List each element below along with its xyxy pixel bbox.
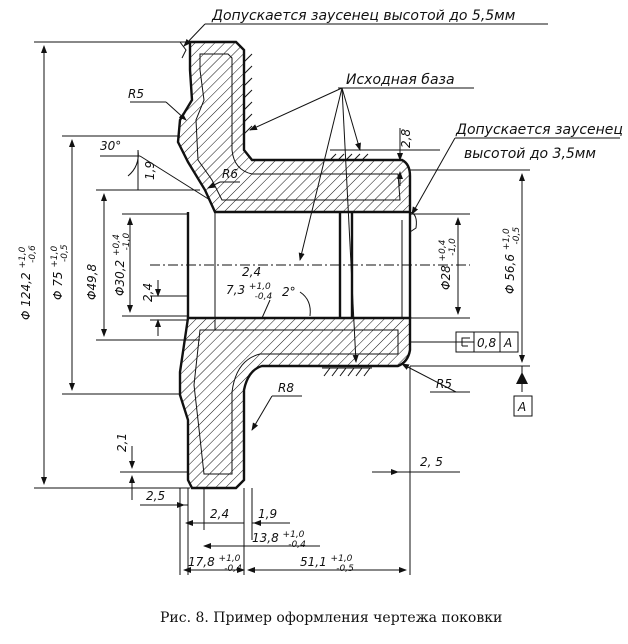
- dim-len-7-3-tol-low: -0,4: [255, 292, 273, 302]
- runout-datum: A: [503, 336, 512, 350]
- dim-d-28-tol-up: +0,4: [438, 239, 448, 261]
- runout-icon: [461, 337, 470, 347]
- dim-r6: R6: [222, 167, 238, 181]
- runout-tolerance-frame: 0,8 A: [410, 331, 519, 353]
- dim-d-30: Φ30,2: [113, 260, 127, 296]
- runout-value: 0,8: [477, 336, 496, 350]
- svg-text:Φ 124,2 +1,0 -0,6: Φ 124,2 +1,0 -0,6: [14, 243, 38, 320]
- dim-d-outer-tol-up: +1,0: [18, 246, 28, 268]
- svg-text:Φ 56,6 +1,0 -0,5: Φ 56,6 +1,0 -0,5: [498, 225, 522, 295]
- dim-len-17-8-tol-low: -0,4: [224, 564, 242, 574]
- dim-d-75-tol-low: -0,5: [60, 244, 70, 262]
- small-dim-labels: R5 R6 R8 R5 30° 2° 1,9 2,4 2,8 2,1 2, 5 …: [100, 87, 452, 469]
- dim-d-56-tol-low: -0,5: [512, 227, 522, 245]
- note-datum: Исходная база: [346, 72, 455, 88]
- dim-len-7-3-tol-up: +1,0: [249, 282, 271, 292]
- part-section-lower: [178, 316, 412, 490]
- dim-len-7-3: 7,3: [226, 283, 245, 297]
- dim-len-51-1-tol-up: +1,0: [331, 554, 353, 564]
- dim-h-2-1: 2,1: [115, 433, 129, 452]
- dim-h-1-9: 1,9: [143, 161, 157, 180]
- svg-text:Φ30,2 +0,4 -1,0: Φ30,2 +0,4 -1,0: [108, 230, 132, 296]
- datum-box-label: A: [517, 400, 526, 414]
- note-burr-top: Допускается заусенец высотой до 5,5мм: [211, 8, 516, 24]
- dim-d-30-tol-low: -1,0: [122, 232, 132, 250]
- dim-h-2-5-right: 2, 5: [420, 455, 443, 469]
- dim-d-75: Φ 75: [51, 271, 65, 300]
- dim-d-28-tol-low: -1,0: [448, 238, 458, 256]
- dim-d-56-tol-up: +1,0: [502, 228, 512, 250]
- dim-len-1-9: 1,9: [258, 507, 277, 521]
- bottom-dim-labels: 2,5 2,4 1,9 13,8 +1,0 -0,4 17,8 +1,0 -0,…: [146, 489, 356, 574]
- svg-text:7,3 +1,0 -0,4: 7,3 +1,0 -0,4: [226, 278, 275, 302]
- dim-angle-30: 30°: [100, 139, 121, 153]
- dim-d-outer: Φ 124,2: [19, 272, 33, 320]
- dim-r5-top: R5: [128, 87, 144, 101]
- dim-d-56: Φ 56,6: [503, 254, 517, 294]
- note-burr-right-line1: Допускается заусенец: [455, 122, 623, 138]
- note-leaders: [183, 23, 620, 363]
- svg-text:17,8 +1,0 -0,4: 17,8 +1,0 -0,4: [188, 550, 244, 574]
- dim-d-30-tol-up: +0,4: [112, 234, 122, 256]
- diameter-dim-labels: Φ 124,2 +1,0 -0,6 Φ 75 +1,0 -0,5 Φ49,8 Φ…: [14, 225, 522, 320]
- radius-leaders: [100, 101, 470, 431]
- dim-len-13-8-tol-up: +1,0: [283, 530, 305, 540]
- figure-caption: Рис. 8. Пример оформления чертежа поковк…: [160, 610, 502, 626]
- svg-text:51,1 +1,0 -0,5: 51,1 +1,0 -0,5: [300, 550, 356, 574]
- dim-angle-2: 2°: [282, 285, 296, 299]
- dim-r8: R8: [278, 381, 294, 395]
- dim-r5-bottom: R5: [436, 377, 452, 391]
- datum-ground-symbols: [243, 53, 372, 377]
- bottom-dim-lines: [120, 366, 460, 575]
- part-section-upper: [176, 40, 412, 214]
- dim-len-2-4: 2,4: [210, 507, 229, 521]
- dim-len-2-5: 2,5: [146, 489, 165, 503]
- dim-d-28: Φ28: [439, 265, 453, 290]
- dim-h-2-4-left: 2,4: [141, 283, 155, 302]
- dim-len-13-8: 13,8: [252, 531, 279, 545]
- dim-d-outer-tol-low: -0,6: [28, 245, 38, 263]
- svg-text:Φ28 +0,4 -1,0: Φ28 +0,4 -1,0: [434, 236, 458, 290]
- dim-len-17-8: 17,8: [188, 555, 215, 569]
- svg-text:Φ 75 +1,0 -0,5: Φ 75 +1,0 -0,5: [46, 242, 70, 300]
- dim-d-49: Φ49,8: [85, 263, 99, 300]
- dim-len-51-1: 51,1: [300, 555, 327, 569]
- svg-text:13,8 +1,0 -0,4: 13,8 +1,0 -0,4: [252, 526, 308, 550]
- diameter-dim-lines: [34, 41, 530, 489]
- dim-len-13-8-tol-low: -0,4: [288, 540, 306, 550]
- dim-h-2-8: 2,8: [399, 129, 413, 148]
- note-burr-right-line2: высотой до 3,5мм: [464, 146, 596, 162]
- dim-d-75-tol-up: +1,0: [50, 246, 60, 268]
- datum-box: A: [513, 395, 533, 417]
- dim-len-17-8-tol-up: +1,0: [219, 554, 241, 564]
- dim-h-2-4-mid: 2,4: [242, 265, 261, 279]
- dim-len-51-1-tol-low: -0,5: [336, 564, 354, 574]
